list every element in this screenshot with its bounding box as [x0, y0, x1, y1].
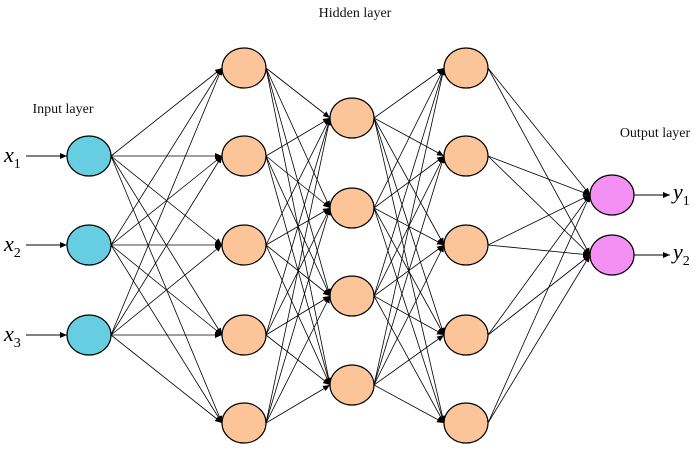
- edge-l1-n4-to-n0: [265, 117, 332, 424]
- edge-l2-n3-to-n4: [373, 384, 445, 424]
- hidden-neuron-1-4: [221, 402, 267, 444]
- hidden-neuron-2-0: [329, 97, 375, 139]
- hidden-neuron-2-2: [329, 275, 375, 317]
- edge-l3-n3-to-n0: [487, 194, 591, 336]
- edge-l2-n2-to-n4: [373, 295, 445, 424]
- input-variable-subscript-1: 1: [14, 157, 21, 172]
- hidden-neuron-1-1: [221, 135, 267, 177]
- connections: [110, 67, 591, 424]
- input-variable-1: x1: [3, 142, 21, 172]
- edge-l3-n1-to-n0: [487, 155, 591, 196]
- output-neuron-4-1: [589, 234, 635, 276]
- io-arrows: [26, 153, 670, 338]
- output-layer-label: Output layer: [620, 126, 691, 141]
- input-neuron-0-2: [66, 314, 112, 356]
- hidden-neuron-1-0: [221, 47, 267, 89]
- edge-l2-n3-to-n0: [373, 67, 446, 386]
- edge-l3-n4-to-n0: [487, 194, 591, 424]
- edge-l0-n1-to-n0: [110, 67, 223, 246]
- hidden-neuron-3-1: [443, 135, 489, 177]
- edge-l0-n2-to-n2: [110, 244, 223, 336]
- hidden-neuron-3-4: [443, 402, 489, 444]
- edge-l2-n0-to-n0: [373, 67, 445, 119]
- edge-l1-n1-to-n0: [265, 117, 331, 157]
- edge-l1-n4-to-n2: [265, 295, 331, 424]
- edge-l2-n3-to-n1: [373, 155, 445, 386]
- edge-l0-n2-to-n0: [110, 67, 223, 336]
- output-variable-labels: y1 y2: [671, 179, 690, 269]
- edge-l2-n1-to-n0: [373, 67, 445, 209]
- input-variable-labels: x1 x2 x3: [3, 142, 21, 351]
- edge-l1-n3-to-n0: [265, 117, 331, 336]
- hidden-neuron-1-2: [221, 224, 267, 266]
- input-variable-subscript-3: 3: [14, 336, 21, 351]
- edge-l3-n2-to-n1: [487, 244, 591, 258]
- output-variable-subscript-2: 2: [683, 254, 690, 269]
- edge-l1-n0-to-n1: [265, 67, 331, 209]
- edge-l3-n0-to-n1: [487, 67, 591, 256]
- input-variable-2: x2: [3, 231, 21, 261]
- hidden-layer-label: Hidden layer: [319, 6, 392, 21]
- edge-l2-n3-to-n3: [373, 334, 445, 386]
- edge-l2-n2-to-n0: [373, 67, 445, 297]
- neurons: [66, 47, 635, 444]
- edge-l2-n0-to-n1: [373, 117, 445, 157]
- output-variable-2: y2: [671, 239, 690, 269]
- input-layer-label: Input layer: [32, 102, 93, 117]
- hidden-neuron-3-3: [443, 314, 489, 356]
- hidden-neuron-2-3: [329, 364, 375, 406]
- edge-l3-n4-to-n1: [487, 254, 591, 424]
- output-neuron-4-0: [589, 174, 635, 216]
- edge-l0-n0-to-n0: [110, 67, 223, 157]
- edge-l2-n3-to-n2: [373, 244, 445, 386]
- edge-l1-n4-to-n3: [265, 384, 331, 424]
- output-variable-1: y1: [671, 179, 690, 209]
- edge-l0-n2-to-n1: [110, 155, 223, 336]
- input-variable-subscript-2: 2: [14, 246, 21, 261]
- edge-l0-n1-to-n4: [110, 244, 223, 424]
- edge-l1-n0-to-n0: [265, 67, 331, 119]
- output-variable-subscript-1: 1: [683, 194, 690, 209]
- edge-l3-n2-to-n0: [487, 194, 591, 246]
- edge-l3-n0-to-n0: [487, 67, 591, 196]
- hidden-neuron-1-3: [221, 314, 267, 356]
- edge-l1-n2-to-n0: [265, 117, 331, 246]
- edge-l0-n2-to-n4: [110, 334, 223, 424]
- edge-l1-n4-to-n1: [265, 207, 331, 424]
- input-neuron-0-1: [66, 224, 112, 266]
- input-variable-3: x3: [3, 321, 21, 351]
- hidden-neuron-3-0: [443, 47, 489, 89]
- edge-l3-n3-to-n1: [487, 254, 591, 336]
- input-neuron-0-0: [66, 135, 112, 177]
- edge-l3-n1-to-n1: [487, 155, 591, 256]
- hidden-neuron-3-2: [443, 224, 489, 266]
- hidden-neuron-2-1: [329, 187, 375, 229]
